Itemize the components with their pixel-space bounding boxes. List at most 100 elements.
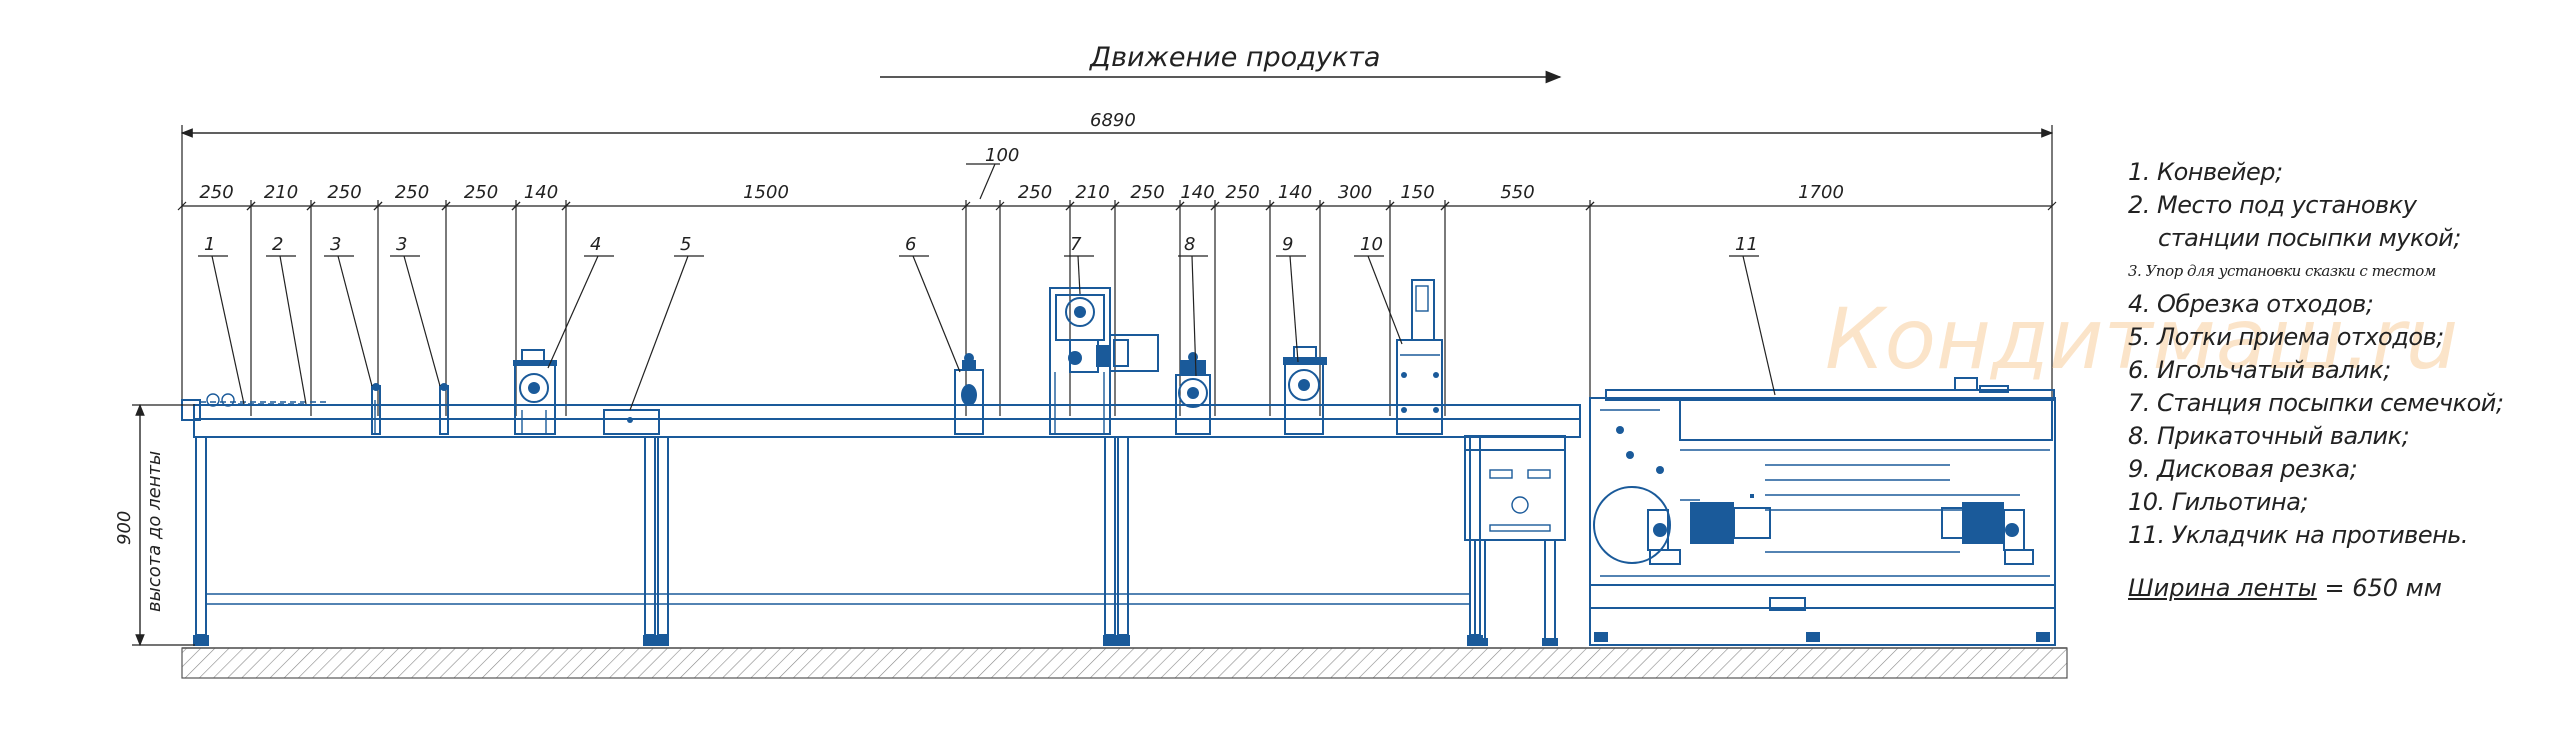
dimension-label: 1500 <box>743 182 789 203</box>
dimension-tick <box>177 201 187 211</box>
disc-cutter <box>1283 346 1327 435</box>
seed-station <box>1049 287 1159 435</box>
callout-number: 8 <box>1184 234 1195 255</box>
height-dimension-label: высота до ленты <box>144 451 165 612</box>
overall-dimension-label: 6890 <box>1090 110 1136 131</box>
legend-item-6: 6. Игольчатый валик; <box>2128 356 2391 384</box>
legend-item-2: 2. Место под установку <box>2128 191 2417 219</box>
dimension-label: 250 <box>1130 182 1164 203</box>
callout-number: 7 <box>1070 234 1082 255</box>
dimension-tick <box>1385 201 1395 211</box>
dimension-tick <box>1110 201 1120 211</box>
stopper-posts <box>371 383 449 435</box>
dimension-label: 140 <box>1180 182 1214 203</box>
callout-leader <box>629 255 689 411</box>
dimension-label: 550 <box>1500 182 1534 203</box>
dimension-tick <box>1175 201 1185 211</box>
dimension-label: 250 <box>1225 182 1259 203</box>
callout-leader <box>912 255 961 373</box>
dimension-label: 1700 <box>1798 182 1844 203</box>
callout-leader <box>403 255 441 387</box>
dimension-label: 140 <box>1278 182 1312 203</box>
trimming-unit <box>513 349 557 435</box>
dimension-tick <box>373 201 383 211</box>
dimension-tick <box>1065 201 1075 211</box>
tray-loader <box>1589 377 2056 646</box>
dimension-tick <box>441 201 451 211</box>
dimension-label: 210 <box>264 182 298 203</box>
height-dimension: 900 высота до ленты <box>114 403 195 647</box>
dimension-tick <box>511 201 521 211</box>
callout-number: 5 <box>680 234 691 255</box>
dimension-tick <box>1585 201 1595 211</box>
dimension-tick <box>1265 201 1275 211</box>
watermark: Кондитмаш.ru <box>1825 290 2459 388</box>
dimension-tick <box>306 201 316 211</box>
diagram-title: Движение продукта <box>1089 42 1380 73</box>
belt-width-label: Ширина ленты <box>2128 574 2317 602</box>
dimension-tick <box>561 201 571 211</box>
legend-item-5: 5. Лотки приема отходов; <box>2128 323 2444 351</box>
callout-leader <box>211 255 245 405</box>
legend-item-8: 8. Прикаточный валик; <box>2128 422 2410 450</box>
dimension-label: 250 <box>1018 182 1052 203</box>
legend-item-4: 4. Обрезка отходов; <box>2128 290 2374 318</box>
dimension-label: 210 <box>1075 182 1109 203</box>
dimension-tick <box>961 201 971 211</box>
dimension-tick <box>1315 201 1325 211</box>
callout-leader <box>1191 255 1197 377</box>
dimension-label: 250 <box>327 182 361 203</box>
offset-dimension-label: 100 <box>985 145 1019 166</box>
legend-item-7: 7. Станция посыпки семечкой; <box>2128 389 2504 417</box>
callout-leader <box>279 255 307 405</box>
belt-width-value: = 650 мм <box>2324 574 2442 602</box>
dimension-label: 250 <box>395 182 429 203</box>
legend-item-2-cont: станции посыпки мукой; <box>2158 224 2461 252</box>
callout-leader <box>337 255 373 387</box>
legend-item-11: 11. Укладчик на противень. <box>2128 521 2469 549</box>
dimension-label: 300 <box>1338 182 1372 203</box>
dimension-tick <box>246 201 256 211</box>
callout-number: 9 <box>1282 234 1293 255</box>
legend-item-9: 9. Дисковая резка; <box>2128 455 2358 483</box>
dimension-label: 150 <box>1400 182 1434 203</box>
callout-leader <box>547 255 599 369</box>
callout-number: 11 <box>1735 234 1758 255</box>
dimension-tick <box>995 201 1005 211</box>
floor <box>181 647 2068 679</box>
guillotine <box>1396 279 1443 435</box>
overall-dimension: 6890 <box>180 110 2054 405</box>
dimension-label: 250 <box>199 182 233 203</box>
pressing-roller <box>1175 352 1211 435</box>
callout-leader <box>1742 255 1776 396</box>
dimension-label: 250 <box>464 182 498 203</box>
legend-item-3: 3. Упор для установки сказки с тестом <box>2128 262 2436 280</box>
waste-tray <box>603 409 660 435</box>
callout-leader <box>1077 255 1081 295</box>
callout-number: 3 <box>396 234 407 255</box>
conveyor-frame <box>181 393 1581 646</box>
dimension-chain: 250 210 250 250 250 140 1500 250 210 250 140 250 140… <box>177 182 2057 416</box>
offset-dimension: 100 <box>966 145 1019 200</box>
dimension-tick <box>1440 201 1450 211</box>
callout-number: 4 <box>590 234 601 255</box>
callout-number: 10 <box>1360 234 1383 255</box>
callout-leader <box>1289 255 1299 363</box>
needle-roller <box>954 353 984 435</box>
legend: 1. Конвейер; 2. Место под установку стан… <box>2128 156 2558 602</box>
cabinet <box>1464 435 1566 646</box>
dimension-tick <box>1210 201 1220 211</box>
belt-width: Ширина ленты = 650 мм <box>2128 574 2558 602</box>
callout-number: 1 <box>204 234 215 255</box>
callout-leader <box>1367 255 1403 345</box>
legend-item-10: 10. Гильотина; <box>2128 488 2309 516</box>
callout-number: 3 <box>330 234 341 255</box>
dimension-tick <box>2047 201 2057 211</box>
legend-item-1: 1. Конвейер; <box>2128 158 2283 186</box>
callout-number: 6 <box>905 234 916 255</box>
dimension-label: 140 <box>524 182 558 203</box>
height-dimension-value: 900 <box>114 511 135 545</box>
flour-station-post <box>238 400 376 434</box>
